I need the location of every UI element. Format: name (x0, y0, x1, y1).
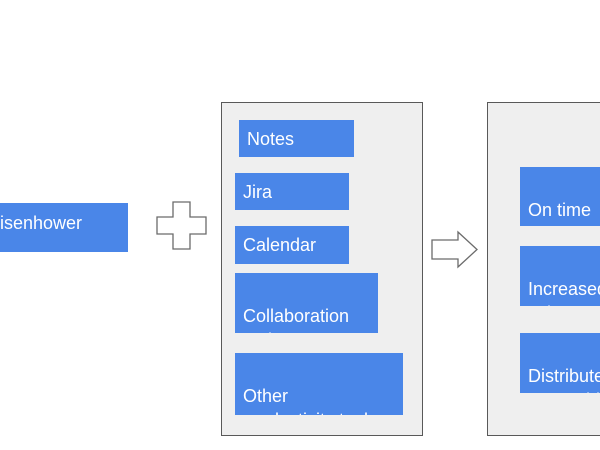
tool-item-label: Calendar (243, 235, 317, 255)
outcome-item-distributed-ownership: Distributed ownership (520, 333, 600, 393)
outcome-item-label: Distributed ownership (528, 366, 600, 393)
tool-item-notes: Notes (239, 120, 354, 157)
eisenhower-box: Eisenhower (0, 203, 128, 252)
outcome-item-on-time-closure: On time closure (520, 167, 600, 226)
tool-item-label: Collaboration tools (243, 306, 350, 333)
outcome-item-label: Increased value (528, 279, 600, 306)
tool-item-label: Notes (247, 129, 295, 149)
right-arrow-icon (431, 230, 478, 269)
tool-item-label: Other productivity tools (243, 386, 377, 415)
tool-item-calendar: Calendar (235, 226, 349, 264)
plus-icon (156, 201, 207, 250)
tool-item-label: Jira (243, 182, 273, 202)
tool-item-collaboration-tools: Collaboration tools (235, 273, 378, 333)
tool-item-jira: Jira (235, 173, 349, 210)
outcome-item-label: On time closure (528, 200, 592, 226)
outcome-item-increased-value: Increased value (520, 246, 600, 306)
tool-item-other-productivity-tools: Other productivity tools (235, 353, 403, 415)
eisenhower-label: Eisenhower (0, 213, 83, 233)
